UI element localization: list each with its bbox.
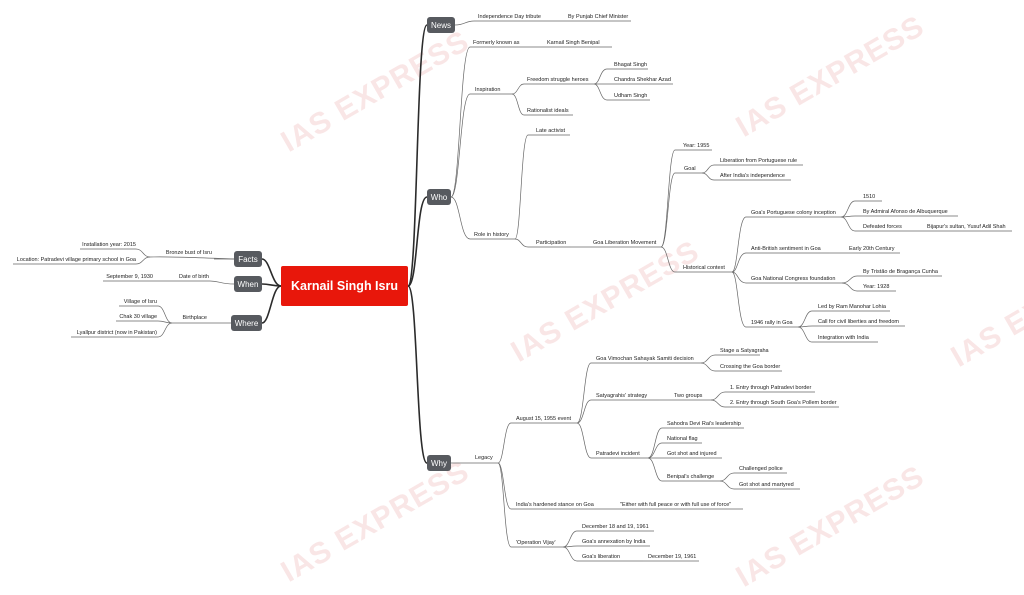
main-node-where[interactable]: Where (231, 315, 262, 331)
topic-goa-liberation-movement[interactable]: Goa Liberation Movement (593, 240, 657, 246)
topic-bhagat-singh[interactable]: Bhagat Singh (614, 62, 648, 68)
topic-aug-15-1955-event[interactable]: August 15, 1955 event (516, 416, 572, 422)
topic-sahodra-devi-rai[interactable]: Sahodra Devi Rai's leadership (667, 421, 741, 427)
topic-by-punjab-cm[interactable]: By Punjab Chief Minister (568, 14, 629, 20)
topic-historical-context[interactable]: Historical context (683, 265, 725, 271)
topic-birthplace[interactable]: Birthplace (182, 315, 207, 321)
topic-location-patradevi[interactable]: Location: Patradevi village primary scho… (16, 257, 136, 263)
topic-installation-year[interactable]: Installation year: 2015 (82, 242, 136, 248)
main-node-who[interactable]: Who (427, 189, 451, 205)
topic-goa-annexation[interactable]: Goa's annexation by India (582, 539, 646, 545)
mindmap-connectors (13, 20, 1012, 562)
main-node-news[interactable]: News (427, 17, 455, 33)
topic-udham-singh[interactable]: Udham Singh (614, 93, 648, 99)
topic-bronze-bust[interactable]: Bronze bust of Isru (165, 250, 212, 256)
topic-chandra-shekhar-azad[interactable]: Chandra Shekhar Azad (614, 77, 671, 83)
topic-early-20th-century[interactable]: Early 20th Century (849, 246, 895, 252)
topic-rationalist-ideals[interactable]: Rationalist ideals (527, 108, 569, 114)
topic-after-india-independence[interactable]: After India's independence (720, 173, 785, 179)
topic-legacy[interactable]: Legacy (475, 455, 493, 461)
topic-karnail-singh-benipal[interactable]: Karnail Singh Benipal (547, 40, 600, 46)
topic-village-of-isru[interactable]: Village of Isru (123, 299, 157, 305)
topic-1946-rally[interactable]: 1946 rally in Goa (751, 320, 793, 326)
central-topic[interactable]: Karnail Singh Isru (281, 266, 408, 306)
main-node-when[interactable]: When (234, 276, 262, 292)
topic-crossing-goa-border[interactable]: Crossing the Goa border (720, 364, 781, 370)
topic-dec-18-19-1961[interactable]: December 18 and 19, 1961 (582, 524, 649, 530)
topic-chak-30-village[interactable]: Chak 30 village (119, 314, 157, 320)
main-node-why[interactable]: Why (427, 455, 451, 471)
topic-braganca-cunha[interactable]: By Tristão de Bragança Cunha (863, 269, 938, 275)
topic-dec-19-1961[interactable]: December 19, 1961 (648, 554, 697, 560)
topic-benipal-challenge[interactable]: Benipal's challenge (667, 474, 715, 480)
topic-national-flag[interactable]: National flag (667, 436, 698, 442)
topic-pollem-entry[interactable]: 2. Entry through South Goa's Pollem bord… (730, 400, 837, 406)
topic-patradevi-incident[interactable]: Patradevi incident (596, 451, 640, 457)
topic-challenged-police[interactable]: Challenged police (739, 466, 783, 472)
topic-portuguese-colony-inception[interactable]: Goa's Portuguese colony inception (751, 210, 836, 216)
topic-bijapur-sultan[interactable]: Bijapur's sultan, Yusuf Adil Shah (927, 224, 1006, 230)
topic-ram-manohar-lohia[interactable]: Led by Ram Manohar Lohia (818, 304, 886, 310)
main-node-facts[interactable]: Facts (234, 251, 262, 267)
topic-full-peace-quote[interactable]: "Either with full peace or with full use… (620, 502, 732, 508)
topic-civil-liberties[interactable]: Call for civil liberties and freedom (818, 319, 900, 325)
topic-patradevi-entry[interactable]: 1. Entry through Patradevi border (730, 385, 812, 391)
topic-role-in-history[interactable]: Role in history (474, 232, 509, 238)
topic-goa-liberation[interactable]: Goa's liberation (582, 554, 621, 560)
topic-participation[interactable]: Participation (536, 240, 567, 246)
topic-year-1928[interactable]: Year: 1928 (863, 284, 890, 290)
topic-shot-and-martyred[interactable]: Got shot and martyred (739, 482, 794, 488)
topic-late-activist[interactable]: Late activist (536, 128, 566, 134)
topic-independence-day-tribute[interactable]: Independence Day tribute (478, 14, 541, 20)
topic-liberation-from-portuguese[interactable]: Liberation from Portuguese rule (720, 158, 798, 164)
topic-satyagrahis-strategy[interactable]: Satyagrahis' strategy (596, 393, 648, 399)
topic-stage-satyagraha[interactable]: Stage a Satyagraha (720, 348, 769, 354)
topic-operation-vijay[interactable]: 'Operation Vijay' (516, 540, 556, 546)
topic-hardened-stance[interactable]: India's hardened stance on Goa (516, 502, 594, 508)
topic-two-groups[interactable]: Two groups (674, 393, 703, 399)
topic-defeated-forces[interactable]: Defeated forces (863, 224, 902, 230)
topic-lyallpur-district[interactable]: Lyallpur district (now in Pakistan) (76, 330, 157, 336)
topic-integration-with-india[interactable]: Integration with India (818, 335, 869, 341)
topic-admiral-albuquerque[interactable]: By Admiral Afonso de Albuquerque (863, 209, 948, 215)
topic-goal[interactable]: Goal (684, 166, 696, 172)
topic-formerly-known-as[interactable]: Formerly known as (473, 40, 520, 46)
topic-1510[interactable]: 1510 (863, 194, 876, 200)
topic-september-9-1930[interactable]: September 9, 1930 (106, 274, 153, 280)
topic-year-1955[interactable]: Year: 1955 (683, 143, 710, 149)
topic-date-of-birth[interactable]: Date of birth (179, 274, 209, 280)
topic-gnc-foundation[interactable]: Goa National Congress foundation (751, 276, 836, 282)
topic-anti-british-sentiment[interactable]: Anti-British sentiment in Goa (751, 246, 821, 252)
topic-inspiration[interactable]: Inspiration (475, 87, 501, 93)
topic-gvss-decision[interactable]: Goa Vimochan Sahayak Samiti decision (596, 356, 694, 362)
topic-freedom-struggle-heroes[interactable]: Freedom struggle heroes (527, 77, 589, 83)
topic-shot-and-injured[interactable]: Got shot and injured (667, 451, 717, 457)
